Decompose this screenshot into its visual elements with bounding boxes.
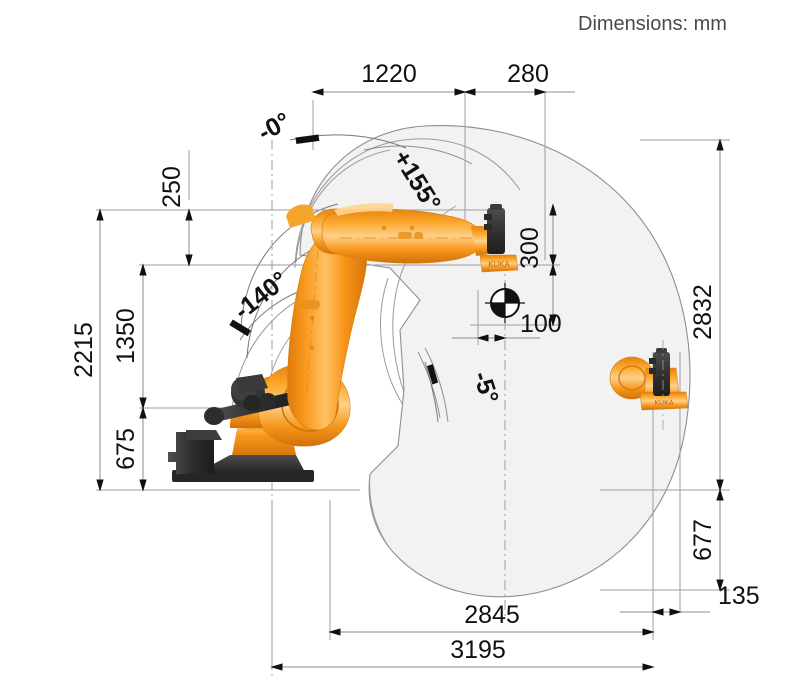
dimension-top-1220: 1220 xyxy=(311,60,467,96)
robot-secondary-flange-body xyxy=(639,391,689,411)
dim-2215-label: 2215 xyxy=(70,322,98,378)
dim-3195-label: 3195 xyxy=(450,636,506,664)
dim-250-label: 250 xyxy=(158,166,186,208)
dim-280-label: 280 xyxy=(507,60,549,88)
svg-text:KUKA: KUKA xyxy=(654,400,673,407)
dimension-center-300: 300 xyxy=(516,203,557,327)
dimension-top-280: 280 xyxy=(463,60,575,96)
dimension-left-1350: 1350 xyxy=(112,263,147,410)
robot-link2-highlight xyxy=(334,203,394,216)
dim-300-label: 300 xyxy=(516,227,544,269)
robot-wrist-upper: KUKA xyxy=(471,204,519,273)
dim-2832-label: 2832 xyxy=(689,284,717,340)
robot-counterbalance xyxy=(204,374,304,425)
robot-connector-box xyxy=(168,432,214,474)
robot-main-pose: KUKA xyxy=(168,203,519,482)
robot-connector-lid xyxy=(186,430,222,440)
dim-677-label: 677 xyxy=(689,519,717,561)
dimension-right-2832: 2832 xyxy=(689,138,724,492)
dimension-center-100: 100 xyxy=(452,290,562,345)
dim-675-label: 675 xyxy=(112,428,140,470)
dimension-bottom-3195: 3195 xyxy=(270,636,655,671)
svg-text:KUKA: KUKA xyxy=(488,260,510,269)
robot-secondary-pose: KUKA xyxy=(609,340,689,430)
dimension-right-135: 135 xyxy=(620,582,760,616)
dim-100-label: 100 xyxy=(520,310,562,338)
dim-135-label: 135 xyxy=(718,582,760,610)
robot-link1-centerline xyxy=(305,249,319,401)
dimension-bottom-2845: 2845 xyxy=(328,601,655,636)
dim-1350-label: 1350 xyxy=(112,308,140,364)
dim-2845-label: 2845 xyxy=(464,601,520,629)
dim-1220-label: 1220 xyxy=(361,60,417,88)
robot-secondary-joint-ring xyxy=(618,365,646,391)
dimension-left-675: 675 xyxy=(112,406,147,492)
dimension-left-2215: 2215 xyxy=(70,208,104,492)
robot-tool-flange-lower xyxy=(653,352,670,396)
dimension-left-250: 250 xyxy=(158,150,193,267)
robot-elbow-cap xyxy=(286,204,316,228)
centroid-symbol xyxy=(485,283,525,323)
dimension-right-677: 677 xyxy=(689,488,724,592)
units-note: Dimensions: mm xyxy=(578,13,727,35)
